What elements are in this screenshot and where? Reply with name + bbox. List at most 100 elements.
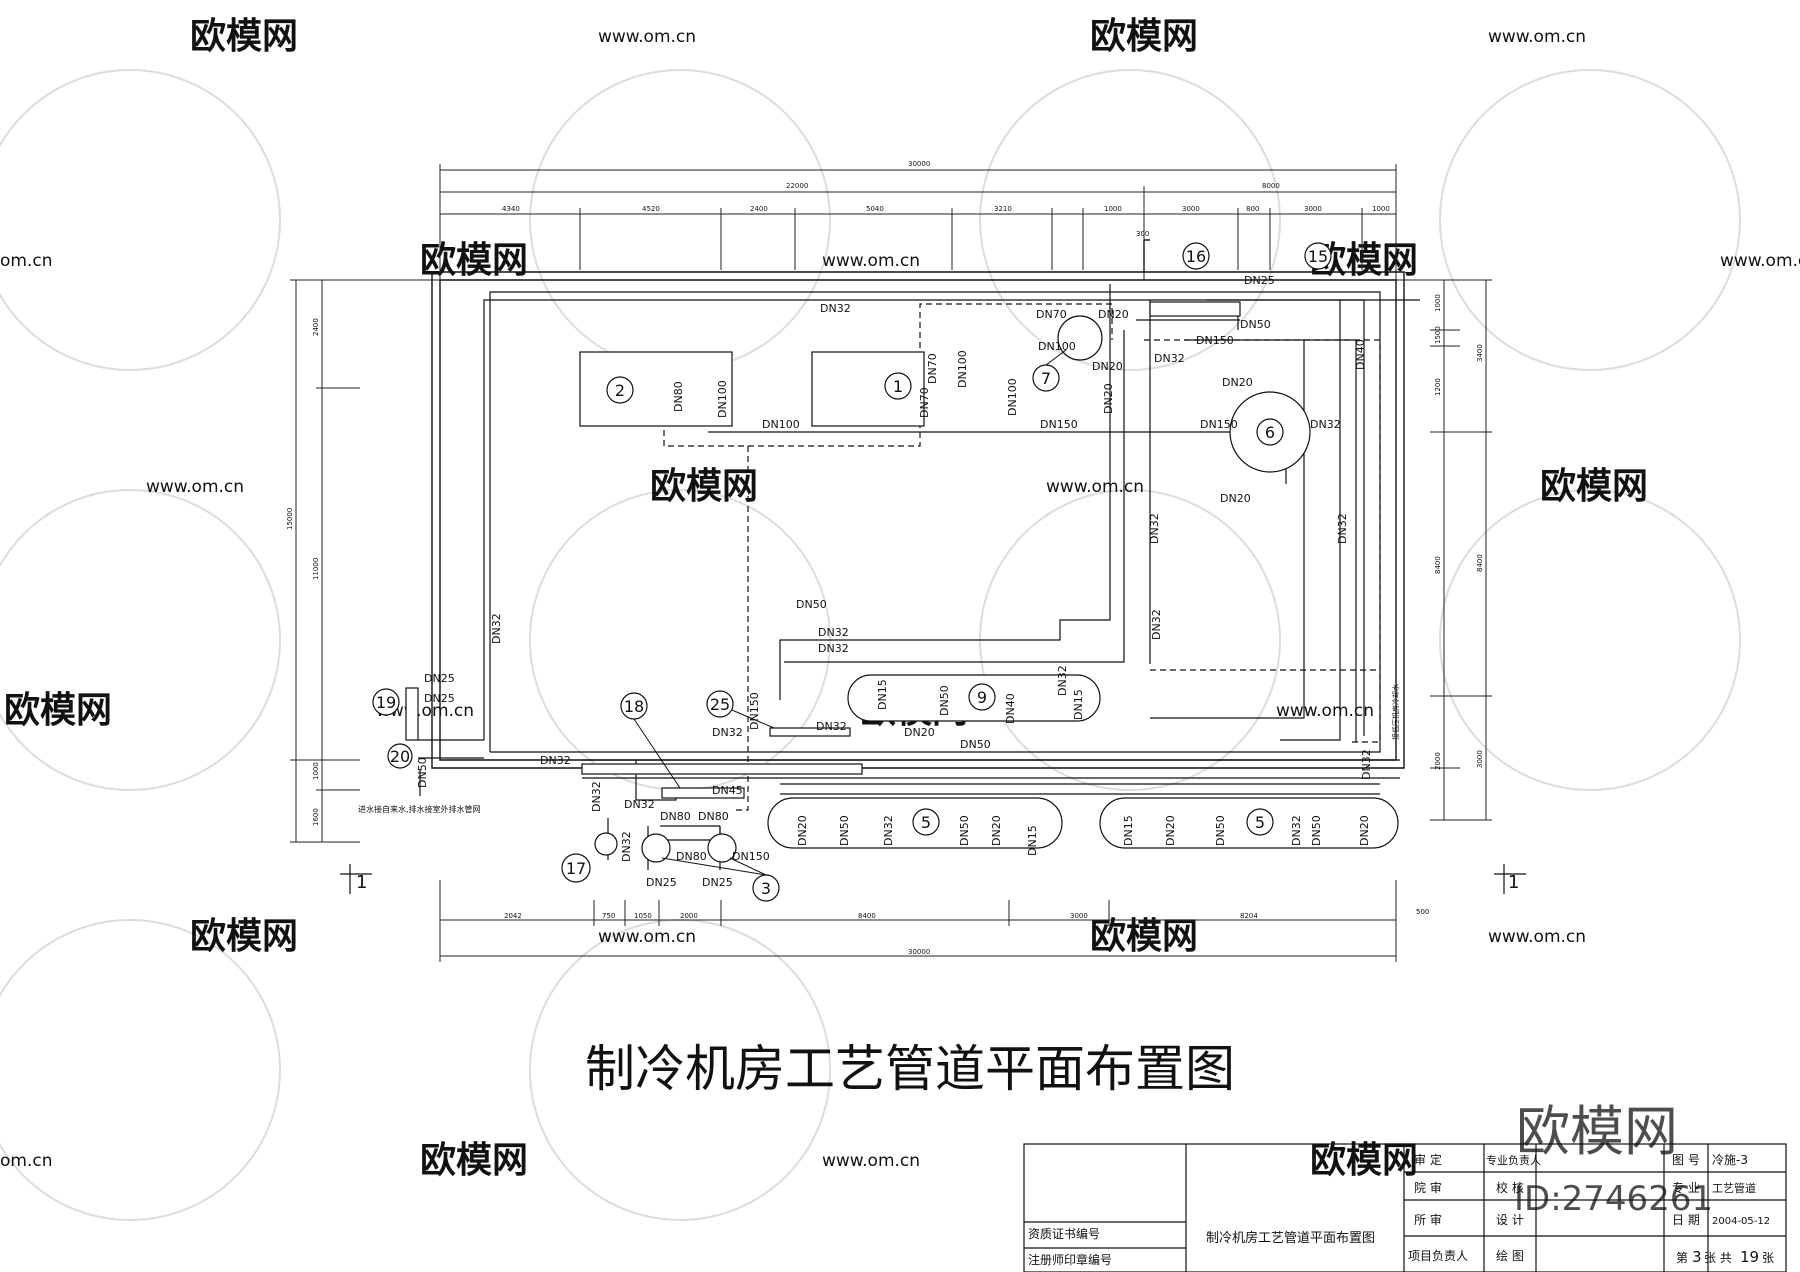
watermark-url: www.om.cn — [822, 251, 920, 271]
watermark-url: www.om.cn — [598, 927, 696, 947]
tag-5b-text: 5 — [1255, 813, 1265, 832]
dim-top-seg: 2400 — [750, 205, 768, 213]
pipe-label: DN50 — [416, 757, 429, 788]
tag-18-text: 18 — [624, 697, 644, 716]
dim-right-outer: 3000 — [1476, 750, 1484, 768]
pipe-label: DN50 — [958, 815, 971, 846]
dim-bottom-seg: 8204 — [1240, 912, 1258, 920]
watermark-circle — [0, 489, 281, 791]
watermark-url: www.om.cn — [1488, 27, 1586, 47]
pipe-label-layer: DN32 DN70 DN20 DN100 DN20 DN80 DN100 DN7… — [416, 274, 1373, 889]
watermark-url: www.om.cn — [1488, 927, 1586, 947]
pipe-label: DN32 — [1360, 749, 1373, 780]
dim-bottom-seg: 2042 — [504, 912, 522, 920]
specialty-label: 专 业 — [1672, 1180, 1700, 1195]
pipe-label: DN20 — [1164, 815, 1177, 846]
equipment-tag-9 — [968, 683, 996, 711]
pipe-label: DN50 — [960, 738, 991, 751]
dimension-layer — [290, 164, 1492, 962]
pipe-label: DN32 — [1056, 665, 1069, 696]
pipe-label: DN25 — [424, 692, 455, 705]
pipe-label: DN15 — [1122, 815, 1135, 846]
pipe-label: DN32 — [624, 798, 655, 811]
dim-bottom-seg: 8400 — [858, 912, 876, 920]
leader-lines — [633, 349, 1067, 876]
pipe-label: DN20 — [1098, 308, 1129, 321]
pipe-dn32-right — [1280, 300, 1341, 741]
dim-right-bottom: 500 — [1416, 908, 1429, 916]
pipe-label: DN32 — [882, 815, 895, 846]
watermark-circle — [0, 919, 281, 1221]
tag-3-text: 3 — [761, 879, 771, 898]
dim-top-seg: 4340 — [502, 205, 520, 213]
tag-16-text: 16 — [1186, 247, 1206, 266]
watermark-url: www.om.cn — [598, 27, 696, 47]
watermark-text-layer: 欧模网 欧模网 欧模网 欧模网 欧模网 欧模网 欧模网 欧模网 欧模网 欧模网 … — [4, 16, 1648, 1181]
pipe-label: DN50 — [838, 815, 851, 846]
equipment-tag-16 — [1182, 242, 1210, 270]
watermark-circle — [979, 69, 1281, 371]
specialty-value: 工艺管道 — [1712, 1181, 1756, 1195]
dim-top-total: 30000 — [908, 160, 930, 168]
dim-left-total: 15000 — [286, 508, 294, 530]
pipe-label: DN50 — [1240, 318, 1271, 331]
chief-label: 所 审 — [1414, 1212, 1442, 1227]
drawing-title: 制冷机房工艺管道平面布置图 — [585, 1040, 1235, 1098]
cert-number-label: 资质证书编号 — [1028, 1226, 1100, 1241]
dimension-ticks — [439, 880, 1397, 962]
dim-left-seg: 11000 — [312, 558, 320, 580]
pipe-label: DN50 — [1310, 815, 1323, 846]
equipment-tag-20 — [387, 743, 413, 769]
pipe-label: DN45 — [712, 784, 743, 797]
pipe-label: DN50 — [1214, 815, 1227, 846]
design-label: 设 计 — [1496, 1213, 1524, 1227]
pipe-label: DN80 — [660, 810, 691, 823]
watermark-brand: 欧模网 — [4, 690, 112, 731]
pump-3a — [641, 833, 671, 863]
pipe-label: DN150 — [732, 850, 770, 863]
dim-top-left: 22000 — [786, 182, 808, 190]
section-label-right: 1 — [1508, 872, 1519, 893]
pipe-perimeter — [489, 291, 1381, 753]
watermark-brand: 欧模网 — [420, 1140, 528, 1181]
dim-top-seg: 4520 — [642, 205, 660, 213]
tag-9-text: 9 — [977, 688, 987, 707]
equipment-tag-5b — [1246, 808, 1274, 836]
tag-17-text: 17 — [566, 859, 586, 878]
pipe-label: DN32 — [1310, 418, 1341, 431]
pipe-label: DN100 — [716, 380, 729, 418]
pipe-label: DN50 — [938, 685, 951, 716]
pipe-label: DN20 — [1220, 492, 1251, 505]
dim-right-outer: 8400 — [1476, 554, 1484, 572]
pipe-dn32 — [779, 284, 1111, 700]
section-label-left: 1 — [356, 872, 367, 893]
pump-17 — [594, 832, 618, 856]
pipe-dashed-dn150 — [734, 446, 749, 811]
watermark-url: www.om.cn — [1276, 701, 1374, 721]
dim-right-outer: 3400 — [1476, 344, 1484, 362]
watermark-circle — [529, 69, 831, 371]
equipment-tag-6 — [1256, 418, 1284, 446]
date-label: 日 期 — [1672, 1213, 1700, 1227]
dim-top-seg: 800 — [1246, 205, 1259, 213]
pipe-label: DN20 — [1092, 360, 1123, 373]
dim-top-seg: 3210 — [994, 205, 1012, 213]
dim-bottom-seg: 3000 — [1070, 912, 1088, 920]
dim-right-inner: 8400 — [1434, 556, 1442, 574]
pipe-label: DN150 — [1200, 418, 1238, 431]
pipe-label: DN15 — [1072, 689, 1085, 720]
pipe-label: DN20 — [1222, 376, 1253, 389]
dim-top-seg: 3000 — [1304, 205, 1322, 213]
watermark-url: www.om.cn — [376, 701, 474, 721]
watermark-brand: 欧模网 — [1540, 466, 1648, 507]
pipe-dn32 — [784, 330, 1125, 663]
dimension-ticks — [439, 164, 1397, 280]
annotation-layer: 进水接自来水,排水接室外排水管网 接低压机房冷却水 1 1 — [340, 684, 1526, 894]
equipment-number-layer: 1 2 3 5 5 6 7 9 15 16 17 18 19 20 25 — [376, 247, 1328, 898]
pipe-label: DN20 — [1102, 383, 1115, 414]
equipment-tag-2 — [606, 376, 634, 404]
pipe-label: DN15 — [876, 679, 889, 710]
dim-left-seg: 1000 — [312, 762, 320, 780]
pipe-label: DN100 — [1006, 378, 1019, 416]
